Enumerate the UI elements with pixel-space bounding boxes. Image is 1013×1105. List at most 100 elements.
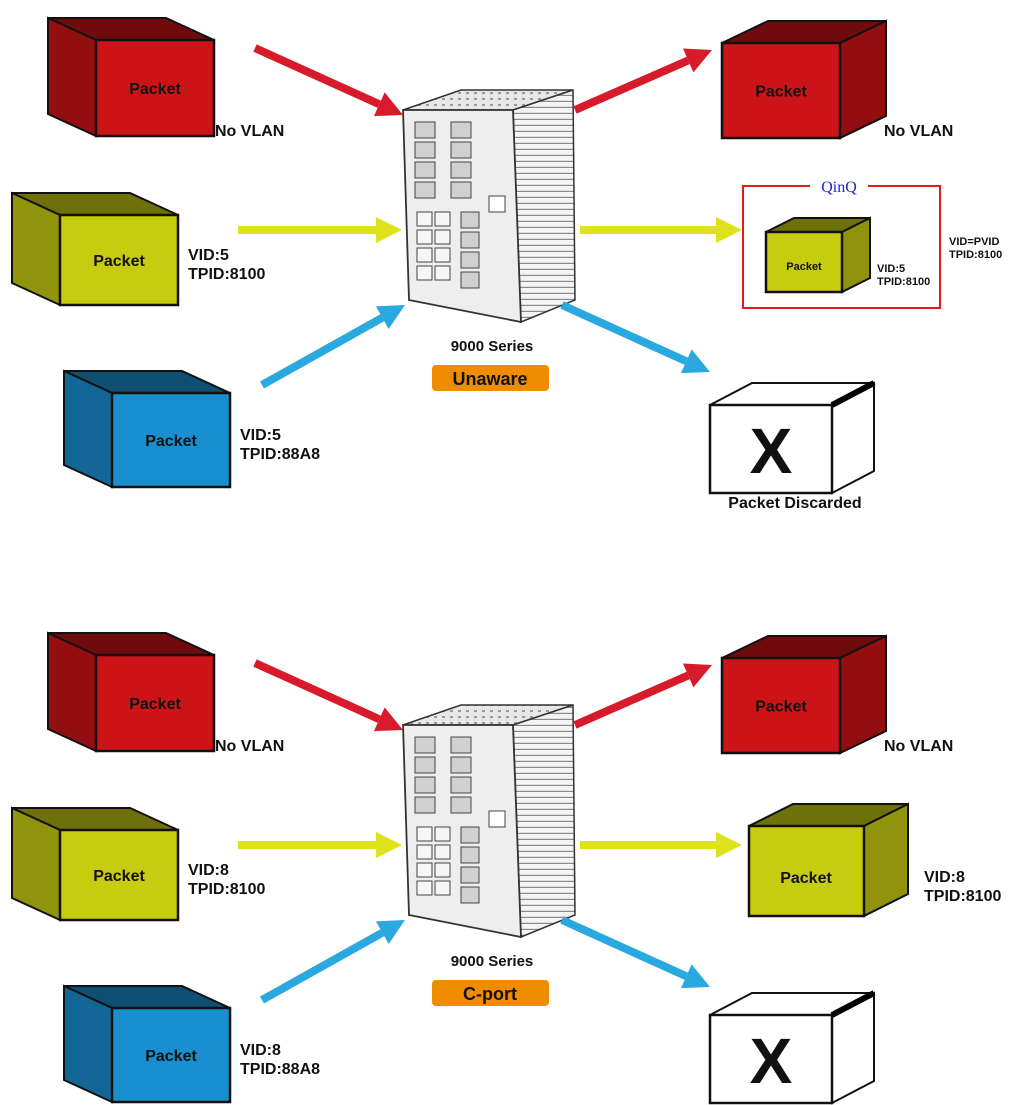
box-edge	[830, 380, 876, 408]
sfp-port	[450, 121, 472, 139]
packet-label: Packet	[93, 868, 145, 885]
packet-label: Packet	[129, 696, 181, 713]
box-front-face	[58, 213, 180, 307]
mode-badge: Unaware	[432, 365, 549, 391]
box-side-face	[841, 216, 871, 294]
output-packet-2-inner: Packet	[764, 216, 871, 294]
arrow-out-blue	[560, 916, 710, 989]
sfp-port	[460, 846, 480, 864]
box-side-face	[47, 16, 97, 138]
discard-label: Packet Discarded	[728, 495, 861, 512]
rj45-port	[434, 844, 451, 860]
arrow-head	[376, 217, 402, 243]
arrow-head	[373, 92, 403, 117]
rj45-port	[434, 880, 451, 896]
input-vlan-label: TPID:8100	[188, 266, 265, 283]
sfp-port	[414, 121, 436, 139]
switch-device	[402, 88, 576, 324]
box-front-face	[94, 38, 216, 138]
mode-badge-bg	[432, 980, 549, 1006]
arrow-head	[376, 832, 402, 858]
arrow-shaft	[253, 44, 381, 108]
arrow-shaft	[260, 929, 385, 1004]
arrow-in-red	[253, 44, 403, 117]
arrow-out-red	[573, 48, 712, 114]
box-front-face	[58, 828, 180, 922]
output-vlan-label: TPID:8100	[924, 888, 1001, 905]
packet-label: Packet	[755, 699, 807, 716]
input-vlan-label: VID:5	[240, 427, 281, 444]
rj45-port	[434, 211, 451, 227]
input-vlan-label: TPID:88A8	[240, 446, 320, 463]
packet-label: Packet	[780, 870, 832, 887]
rj45-port	[434, 826, 451, 842]
inner-vlan-label: TPID:8100	[877, 276, 930, 288]
qinq-title-bg	[810, 178, 868, 196]
input-vlan-label: No VLAN	[215, 738, 284, 755]
sfp-port	[450, 161, 472, 179]
arrow-head	[373, 707, 403, 732]
sfp-port	[460, 251, 480, 269]
box-front-face	[764, 230, 844, 294]
mode-label: C-port	[463, 984, 517, 1004]
sfp-port	[414, 736, 436, 754]
sfp-port	[414, 181, 436, 199]
arrow-out-red	[573, 663, 712, 729]
rj45-port	[416, 880, 433, 896]
arrow-shaft	[260, 314, 385, 389]
output-vlan-label: VID:8	[924, 869, 965, 886]
output-vlan-label: No VLAN	[884, 738, 953, 755]
packet-label: Packet	[129, 81, 181, 98]
output-packet-2: Packet	[747, 802, 909, 918]
packet-label: Packet	[755, 84, 807, 101]
input-packet-1: Packet	[47, 631, 216, 753]
rj45-port	[416, 265, 433, 281]
box-front-face	[708, 1013, 834, 1105]
rj45-port	[416, 229, 433, 245]
arrow-shaft	[253, 659, 381, 723]
rj45-port	[434, 229, 451, 245]
rj45-port	[434, 862, 451, 878]
input-vlan-label: VID:5	[188, 247, 229, 264]
arrow-head	[375, 920, 405, 945]
arrow-head	[680, 964, 710, 989]
rj45-port	[416, 862, 433, 878]
switch-ports	[414, 736, 506, 904]
sfp-port	[460, 826, 480, 844]
arrow-out-yellow	[580, 832, 742, 858]
sfp-port	[450, 141, 472, 159]
discard-x-icon: X	[750, 1025, 793, 1097]
rj45-port	[434, 265, 451, 281]
sfp-port	[460, 271, 480, 289]
rj45-port	[416, 247, 433, 263]
input-vlan-label: VID:8	[240, 1042, 281, 1059]
console-port	[488, 810, 506, 828]
device-name: 9000 Series	[451, 953, 534, 970]
input-vlan-label: VID:8	[188, 862, 229, 879]
arrow-head	[716, 832, 742, 858]
arrow-head	[680, 349, 710, 374]
switch-side-vents	[512, 88, 576, 324]
input-packet-3: Packet	[63, 984, 232, 1104]
sfp-port	[450, 736, 472, 754]
input-packet-2: Packet	[11, 191, 180, 307]
input-packet-2: Packet	[11, 806, 180, 922]
sfp-port	[450, 756, 472, 774]
device-name: 9000 Series	[451, 338, 534, 355]
outer-vlan-label: TPID:8100	[949, 249, 1002, 261]
packet-label: Packet	[145, 1048, 197, 1065]
arrow-out-blue	[560, 301, 710, 374]
packet-label: Packet	[145, 433, 197, 450]
arrow-head	[682, 663, 712, 688]
switch-ports	[414, 121, 506, 289]
mode-label: Unaware	[452, 369, 527, 389]
input-vlan-label: No VLAN	[215, 123, 284, 140]
input-vlan-label: TPID:88A8	[240, 1061, 320, 1078]
rj45-port	[416, 844, 433, 860]
arrow-head	[682, 48, 712, 73]
input-packet-3: Packet	[63, 369, 232, 489]
